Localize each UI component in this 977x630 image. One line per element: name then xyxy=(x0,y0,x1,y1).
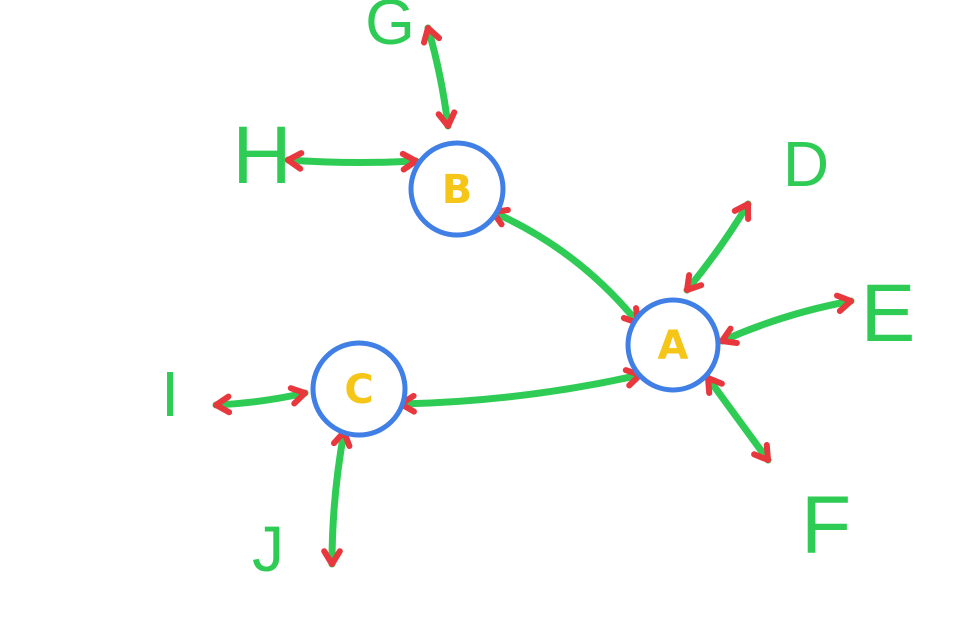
leaf-h-label: H xyxy=(232,110,291,201)
edge-a-f xyxy=(704,374,772,464)
edge-b-g xyxy=(424,24,452,130)
arrowheads-layer xyxy=(213,25,854,567)
leaf-g-label: G xyxy=(365,0,415,58)
leaf-j-label: J xyxy=(252,513,284,585)
arrowhead-c-i-start xyxy=(287,385,308,407)
labels-layer: A B C DE F G H I J xyxy=(161,0,915,585)
node-b-circle xyxy=(408,140,506,238)
leaf-d-label: D xyxy=(783,128,829,200)
arrowhead-c-j-end xyxy=(321,548,343,567)
node-c-circle xyxy=(310,340,408,438)
nodes-layer xyxy=(310,140,721,438)
arrowhead-a-e-start xyxy=(719,325,740,346)
node-c-label: C xyxy=(344,367,373,413)
leaf-e-label: E xyxy=(861,268,916,359)
arrowhead-b-h-start xyxy=(399,150,419,173)
edge-a-b xyxy=(489,208,642,327)
edge-c-j xyxy=(328,428,348,568)
node-a-circle xyxy=(625,297,721,393)
edge-a-d xyxy=(683,200,752,294)
edge-c-i xyxy=(212,389,309,409)
node-b-label: B xyxy=(442,167,473,213)
arrowhead-c-i-end xyxy=(213,393,233,416)
arrowhead-a-d-end xyxy=(731,201,752,222)
edge-a-c xyxy=(397,371,644,408)
edge-b-h xyxy=(284,156,420,167)
arrowhead-a-d-start xyxy=(684,272,705,293)
edge-a-e xyxy=(718,297,855,345)
arrowhead-b-h-end xyxy=(285,150,305,172)
leaf-i-label: I xyxy=(161,358,179,430)
edges-layer xyxy=(212,24,855,568)
arrowhead-b-g-end xyxy=(421,25,443,46)
arrowhead-a-e-end xyxy=(834,292,854,315)
arrowhead-a-f-start xyxy=(705,375,725,396)
arrowhead-a-f-end xyxy=(751,442,771,463)
node-a-label: A xyxy=(658,323,689,369)
arrowhead-b-g-start xyxy=(435,109,458,129)
leaf-f-label: F xyxy=(801,480,851,571)
